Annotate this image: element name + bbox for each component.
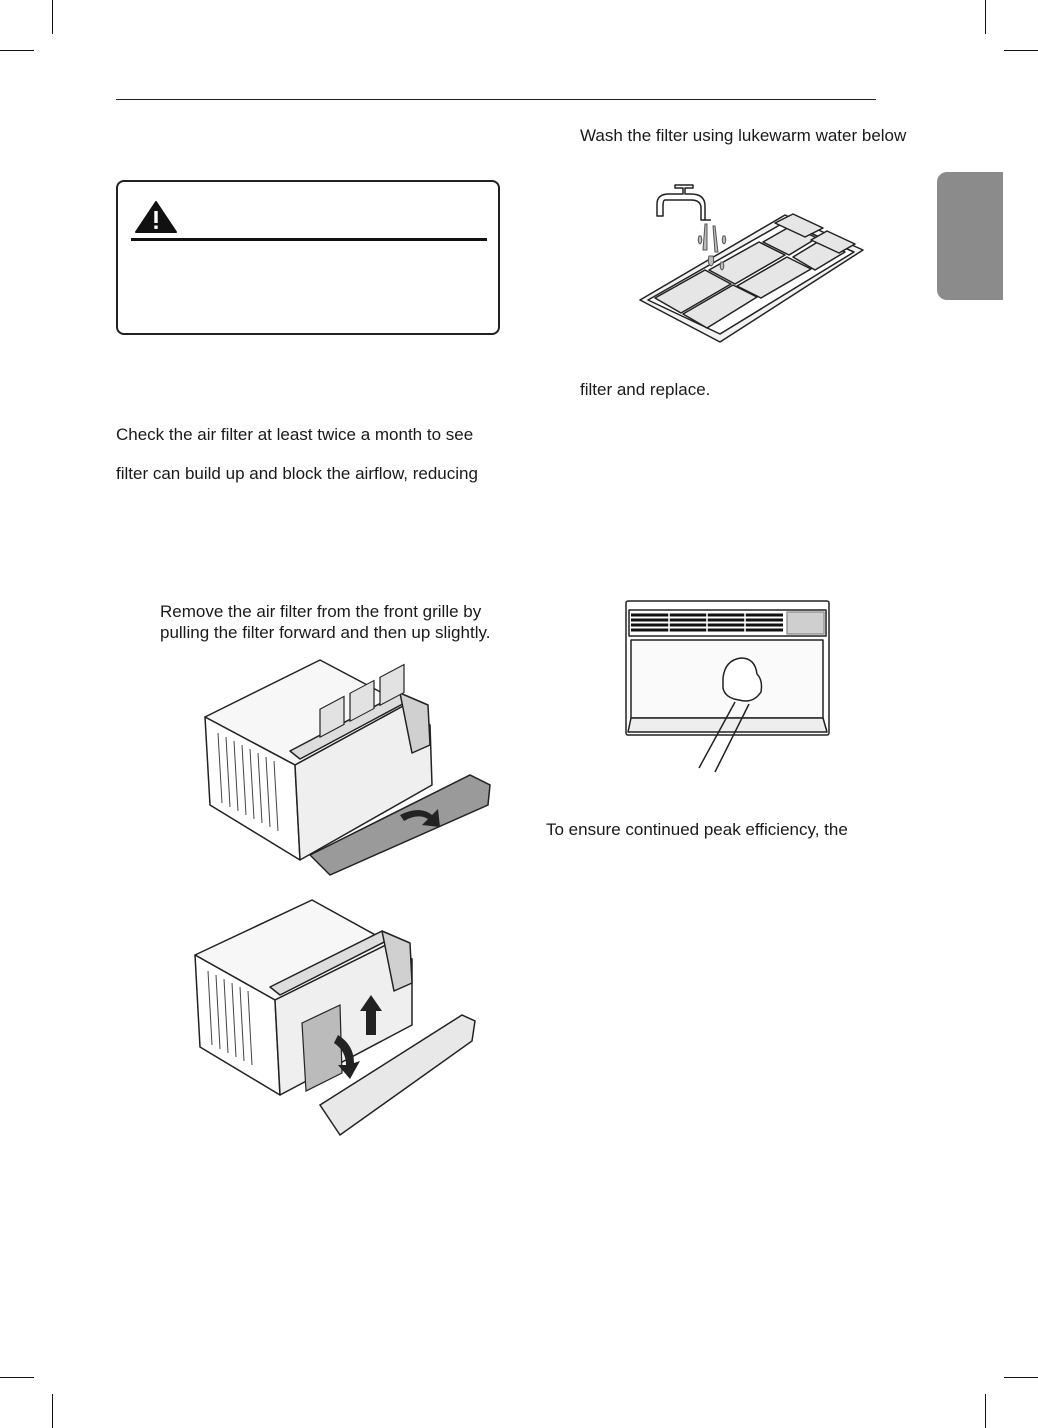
efficiency-text: To ensure continued peak efficiency, the — [546, 820, 848, 839]
pull-arrow-icon — [400, 809, 440, 827]
step-text-line: pulling the filter forward and then up s… — [160, 623, 491, 642]
crop-mark — [52, 0, 53, 34]
filter-panel — [308, 774, 491, 876]
replace-text: filter and replace. — [580, 380, 711, 399]
ac-front — [294, 704, 433, 861]
body-paragraph-line: filter can build up and block the airflo… — [116, 464, 478, 483]
remove-filter-illustration-1 — [204, 659, 491, 876]
body-paragraph-line: Check the air filter at least twice a mo… — [116, 425, 474, 444]
crop-mark — [52, 1394, 53, 1428]
remove-filter-illustration-2 — [194, 899, 476, 1137]
crop-mark — [1004, 1377, 1038, 1378]
faucet-filter-illustration — [639, 184, 864, 343]
faucet-icon — [656, 184, 706, 221]
crop-mark — [0, 50, 34, 51]
warning-triangle-icon — [135, 201, 177, 233]
wash-text: Wash the filter using lukewarm water bel… — [580, 126, 907, 145]
crop-mark — [1004, 50, 1038, 51]
front-grille-panel — [318, 1014, 476, 1137]
header-rule — [116, 99, 876, 100]
crop-mark — [0, 1377, 34, 1378]
rotate-arrow-icon — [334, 1035, 360, 1079]
hand-icon — [698, 657, 763, 773]
side-tab — [937, 172, 1003, 300]
wipe-grille-illustration — [625, 600, 830, 773]
crop-mark — [985, 0, 986, 34]
step-text-line: Remove the air filter from the front gri… — [160, 602, 482, 621]
warning-box — [116, 180, 500, 335]
lift-arrow-icon — [360, 995, 382, 1035]
warning-divider — [131, 238, 487, 241]
crop-mark — [985, 1394, 986, 1428]
